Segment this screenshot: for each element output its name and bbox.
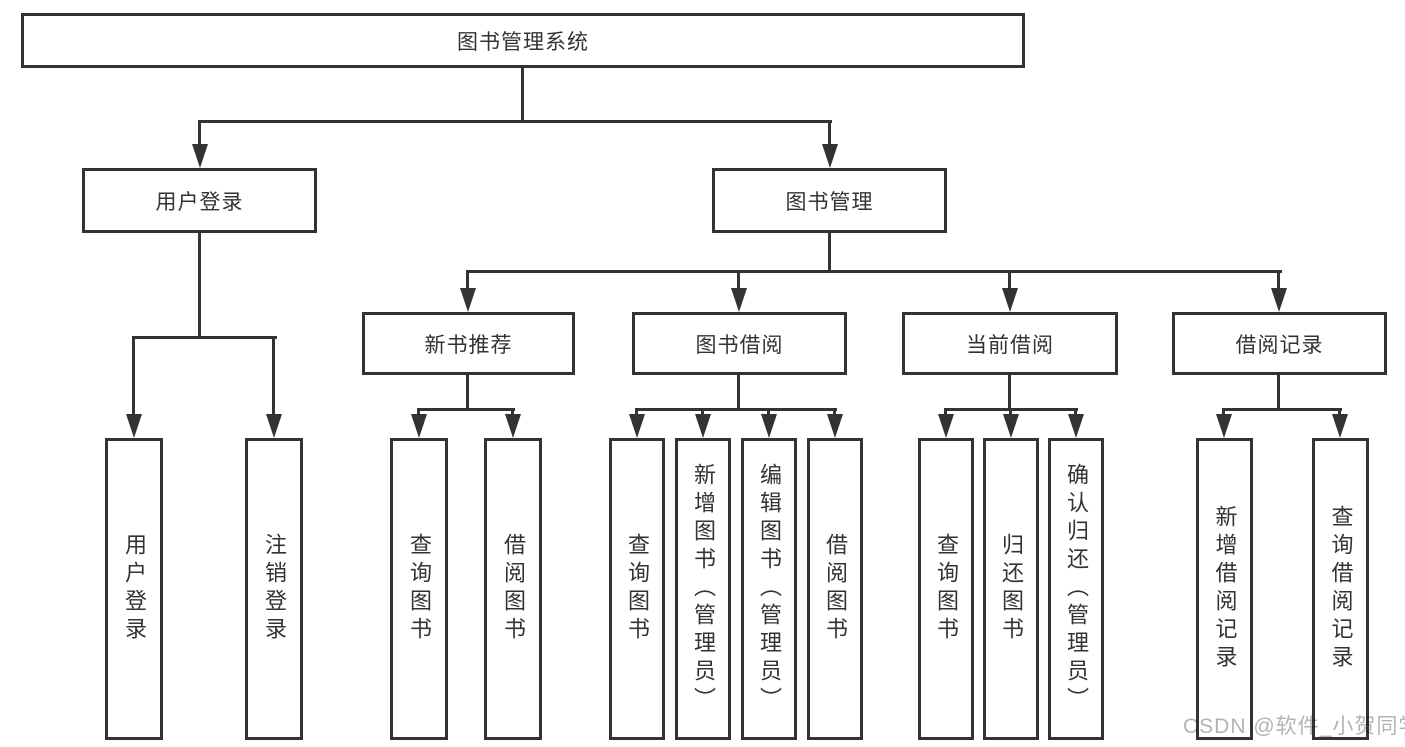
connector-vline (828, 233, 831, 273)
arrowhead-down-icon (1216, 414, 1232, 438)
connector-vline (272, 336, 275, 418)
node-library-management-system: 图书管理系统 (21, 13, 1025, 68)
connector-vline (1277, 270, 1280, 290)
leaf-query-books-recommend: 查询图书 (390, 438, 448, 740)
node-book-management: 图书管理 (712, 168, 947, 233)
leaf-confirm-return-admin-label: 确认归还（管理员） (1064, 463, 1089, 715)
connector-vline (132, 336, 135, 418)
leaf-query-books-recommend-label: 查询图书 (407, 533, 432, 645)
csdn-watermark: CSDN @软件_小贺同学 (1183, 715, 1405, 738)
connector-vline (466, 270, 469, 290)
arrowhead-down-icon (1002, 288, 1018, 312)
node-book-management-label: 图书管理 (785, 190, 874, 214)
arrowhead-down-icon (126, 414, 142, 438)
leaf-query-books-current-label: 查询图书 (934, 533, 959, 645)
leaf-user-login-label: 用户登录 (122, 533, 147, 645)
leaf-confirm-return-admin: 确认归还（管理员） (1048, 438, 1104, 740)
arrowhead-down-icon (1271, 288, 1287, 312)
arrowhead-down-icon (761, 414, 777, 438)
connector-vline (466, 375, 469, 411)
connector-hline (635, 408, 837, 411)
connector-vline (198, 233, 201, 336)
connector-hline (198, 120, 832, 123)
leaf-add-borrow-record: 新增借阅记录 (1196, 438, 1253, 740)
connector-vline (737, 270, 740, 290)
leaf-query-books-current: 查询图书 (918, 438, 974, 740)
arrowhead-down-icon (1003, 414, 1019, 438)
node-user-login-label: 用户登录 (155, 190, 244, 214)
node-new-book-recommend-label: 新书推荐 (424, 333, 513, 357)
node-library-management-system-label: 图书管理系统 (457, 30, 589, 54)
connector-vline (1277, 375, 1280, 411)
leaf-borrow-books-label: 借阅图书 (823, 533, 848, 645)
connector-vline (828, 120, 831, 148)
connector-vline (1008, 270, 1011, 290)
leaf-user-login: 用户登录 (105, 438, 163, 740)
node-book-borrowing: 图书借阅 (632, 312, 847, 375)
arrowhead-down-icon (266, 414, 282, 438)
leaf-add-books-admin-label: 新增图书（管理员） (691, 463, 716, 715)
leaf-borrow-books: 借阅图书 (807, 438, 863, 740)
node-new-book-recommend: 新书推荐 (362, 312, 575, 375)
connector-hline (417, 408, 515, 411)
leaf-borrow-books-recommend-label: 借阅图书 (501, 533, 526, 645)
connector-hline (1222, 408, 1342, 411)
arrowhead-down-icon (938, 414, 954, 438)
leaf-query-books-borrowing-label: 查询图书 (625, 533, 650, 645)
arrowhead-down-icon (1068, 414, 1084, 438)
connector-hline (466, 270, 1282, 273)
connector-vline (1008, 375, 1011, 411)
arrowhead-down-icon (629, 414, 645, 438)
arrowhead-down-icon (411, 414, 427, 438)
node-borrow-records-label: 借阅记录 (1235, 333, 1324, 357)
leaf-add-borrow-record-label: 新增借阅记录 (1212, 505, 1238, 673)
leaf-query-books-borrowing: 查询图书 (609, 438, 665, 740)
connector-hline (132, 336, 277, 339)
arrowhead-down-icon (822, 144, 838, 168)
connector-vline (521, 68, 524, 120)
arrowhead-down-icon (460, 288, 476, 312)
node-current-borrowing: 当前借阅 (902, 312, 1118, 375)
leaf-logout: 注销登录 (245, 438, 303, 740)
leaf-query-borrow-record: 查询借阅记录 (1312, 438, 1369, 740)
connector-vline (737, 375, 740, 411)
arrowhead-down-icon (505, 414, 521, 438)
connector-vline (198, 120, 201, 148)
leaf-edit-books-admin: 编辑图书（管理员） (741, 438, 797, 740)
leaf-add-books-admin: 新增图书（管理员） (675, 438, 731, 740)
arrowhead-down-icon (731, 288, 747, 312)
arrowhead-down-icon (827, 414, 843, 438)
arrowhead-down-icon (695, 414, 711, 438)
arrowhead-down-icon (192, 144, 208, 168)
node-book-borrowing-label: 图书借阅 (695, 333, 784, 357)
leaf-borrow-books-recommend: 借阅图书 (484, 438, 542, 740)
leaf-logout-label: 注销登录 (262, 533, 287, 645)
arrowhead-down-icon (1332, 414, 1348, 438)
node-user-login: 用户登录 (82, 168, 317, 233)
leaf-edit-books-admin-label: 编辑图书（管理员） (757, 463, 782, 715)
leaf-return-books-label: 归还图书 (999, 533, 1024, 645)
node-borrow-records: 借阅记录 (1172, 312, 1387, 375)
leaf-return-books: 归还图书 (983, 438, 1039, 740)
leaf-query-borrow-record-label: 查询借阅记录 (1328, 505, 1354, 673)
node-current-borrowing-label: 当前借阅 (966, 333, 1054, 357)
